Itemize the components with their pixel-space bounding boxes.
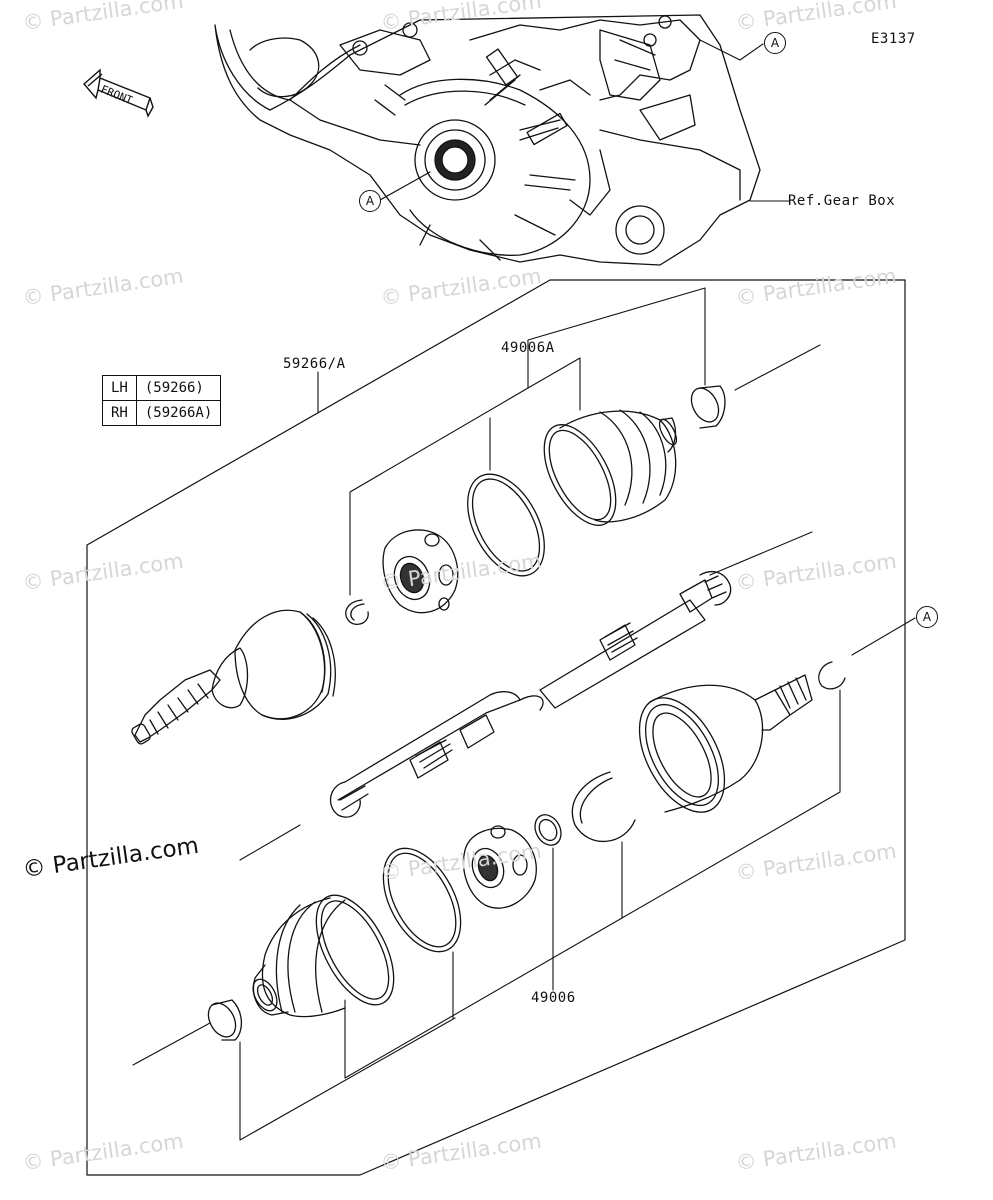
- ball-cage-upper: [382, 529, 459, 614]
- variant-part: (59266): [135, 375, 222, 401]
- part-number-59266a: 59266/A: [283, 356, 346, 372]
- boot-band-upper: [467, 473, 545, 577]
- gear-box-illustration: [214, 14, 761, 266]
- circlip-upper: [345, 599, 369, 626]
- variant-part: (59266A): [135, 400, 222, 426]
- diagram-code: E3137: [871, 31, 916, 47]
- drive-shaft: [329, 571, 732, 818]
- cv-boot-lower: [252, 894, 395, 1018]
- part-number-49006a: 49006A: [501, 340, 555, 356]
- snap-ring-lower: [571, 771, 636, 842]
- variant-side: RH: [102, 400, 137, 426]
- part-number-49006: 49006: [531, 990, 576, 1006]
- variant-side: LH: [102, 375, 137, 401]
- outer-cv-joint: [131, 609, 336, 745]
- o-ring-lower: [534, 814, 562, 846]
- ref-gear-box-label: Ref.Gear Box: [788, 193, 896, 209]
- ref-mark-a-right: A: [916, 606, 938, 628]
- collar-lower: [207, 999, 243, 1041]
- variant-row-rh: RH (59266A): [102, 400, 222, 426]
- variant-row-lh: LH (59266): [102, 375, 222, 401]
- ball-cage-lower: [462, 825, 537, 909]
- cv-boot-upper: [543, 409, 678, 526]
- front-label: FRONT: [99, 83, 135, 108]
- variant-table: LH (59266) RH (59266A): [102, 375, 222, 426]
- assembly-frame: [86, 279, 906, 1176]
- ref-mark-a-gearbox: A: [359, 190, 381, 212]
- ref-mark-a-top: A: [764, 32, 786, 54]
- collar-upper: [690, 385, 726, 429]
- boot-band-lower: [382, 847, 462, 953]
- front-direction-arrow: FRONT: [83, 68, 154, 118]
- circlip-right: [818, 661, 846, 690]
- inner-cv-joint: [638, 674, 813, 813]
- leader-lines: [132, 39, 916, 1141]
